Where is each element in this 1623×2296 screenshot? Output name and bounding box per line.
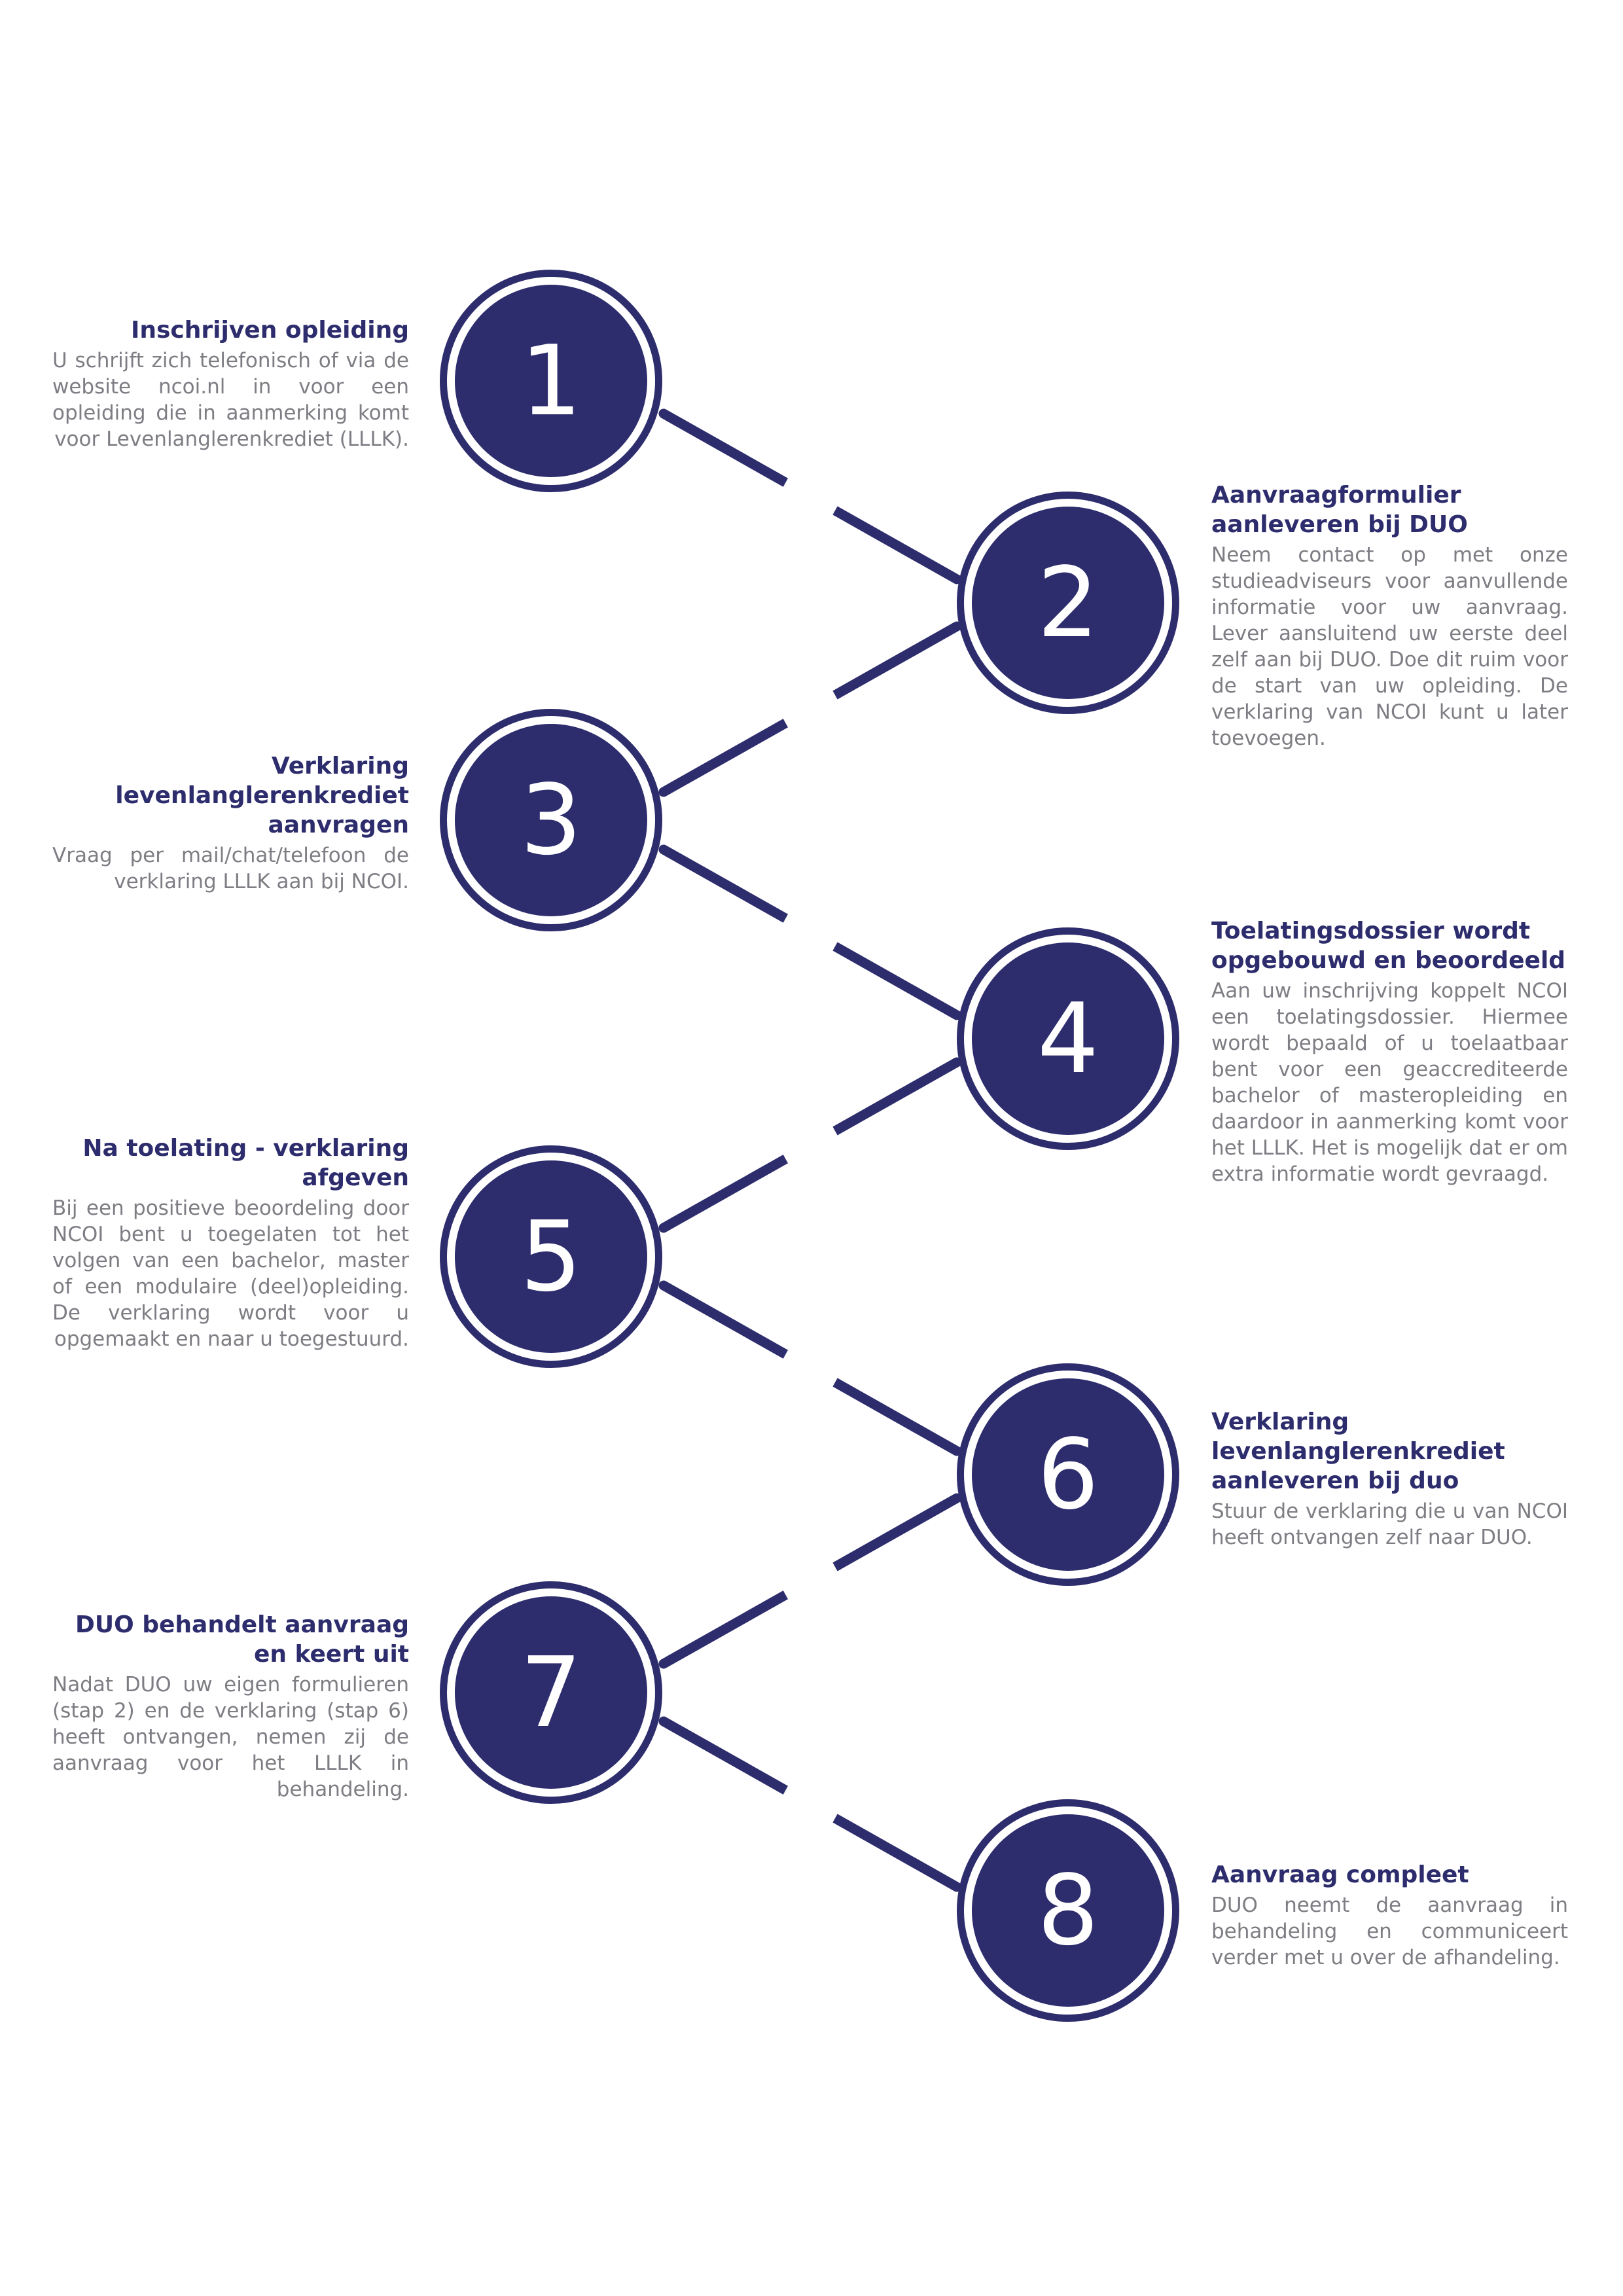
step-title: Toelatingsdossier wordt opgebouwd en beo… xyxy=(1211,918,1566,974)
step-circle-1: 1 xyxy=(440,270,662,492)
connector-gap-1-2 xyxy=(778,471,842,523)
step-title: Aanvraagformulier aanleveren bij DUO xyxy=(1211,482,1468,538)
step-text-1: Inschrijven opleiding U schrijft zich te… xyxy=(52,315,409,452)
step-number: 6 xyxy=(1037,1418,1099,1531)
connector-gap-6-7 xyxy=(778,1554,842,1607)
step-number: 2 xyxy=(1037,547,1099,659)
step-title: Na toelating - verklaring afgeven xyxy=(82,1135,409,1191)
step-text-5: Na toelating - verklaring afgeven Bij ee… xyxy=(52,1134,409,1352)
connector-gap-4-5 xyxy=(778,1119,842,1171)
step-text-4: Toelatingsdossier wordt opgebouwd en beo… xyxy=(1211,916,1568,1187)
step-circle-3: 3 xyxy=(440,709,662,931)
step-text-8: Aanvraag compleet DUO neemt de aanvraag … xyxy=(1211,1860,1568,1971)
step-circle-6: 6 xyxy=(957,1363,1179,1586)
step-description: Nadat DUO uw eigen formulieren (stap 2) … xyxy=(52,1673,409,1801)
step-number: 5 xyxy=(520,1200,582,1313)
step-description: Neem contact op met onze studieadviseurs… xyxy=(1211,543,1568,750)
step-text-3: Verklaring levenlanglerenkrediet aanvrag… xyxy=(52,751,409,895)
step-description: U schrijft zich telefonisch of via de we… xyxy=(52,349,409,451)
step-description: Aan uw inschrijving koppelt NCOI een toe… xyxy=(1211,979,1568,1186)
step-text-2: Aanvraagformulier aanleveren bij DUO Nee… xyxy=(1211,480,1568,751)
step-title: Inschrijven opleiding xyxy=(130,317,409,344)
step-circle-5: 5 xyxy=(440,1145,662,1368)
step-title: Verklaring levenlanglerenkrediet aanleve… xyxy=(1211,1408,1505,1494)
step-title: Verklaring levenlanglerenkrediet aanvrag… xyxy=(115,753,409,838)
step-title: Aanvraag compleet xyxy=(1211,1861,1469,1888)
step-text-7: DUO behandelt aanvraag en keert uit Nada… xyxy=(52,1610,409,1803)
step-circle-4: 4 xyxy=(957,927,1179,1150)
connector-gap-3-4 xyxy=(778,906,842,959)
step-description: Vraag per mail/chat/telefoon de verklari… xyxy=(52,844,409,893)
connector-gap-7-8 xyxy=(778,1778,842,1831)
connector-gap-5-6 xyxy=(778,1342,842,1395)
step-description: Bij een positieve beoordeling door NCOI … xyxy=(52,1196,409,1351)
step-number: 4 xyxy=(1037,982,1099,1095)
step-circle-7: 7 xyxy=(440,1581,662,1804)
step-number: 3 xyxy=(520,764,582,876)
connector-gap-2-3 xyxy=(778,683,842,735)
step-description: Stuur de verklaring die u van NCOI heeft… xyxy=(1211,1499,1568,1549)
step-number: 1 xyxy=(520,325,582,437)
step-text-6: Verklaring levenlanglerenkrediet aanleve… xyxy=(1211,1407,1568,1551)
step-circle-2: 2 xyxy=(957,492,1179,714)
step-description: DUO neemt de aanvraag in behandeling en … xyxy=(1211,1893,1568,1969)
step-title: DUO behandelt aanvraag en keert uit xyxy=(75,1611,409,1668)
step-circle-8: 8 xyxy=(957,1799,1179,2022)
step-number: 7 xyxy=(520,1636,582,1749)
step-number: 8 xyxy=(1037,1854,1099,1967)
